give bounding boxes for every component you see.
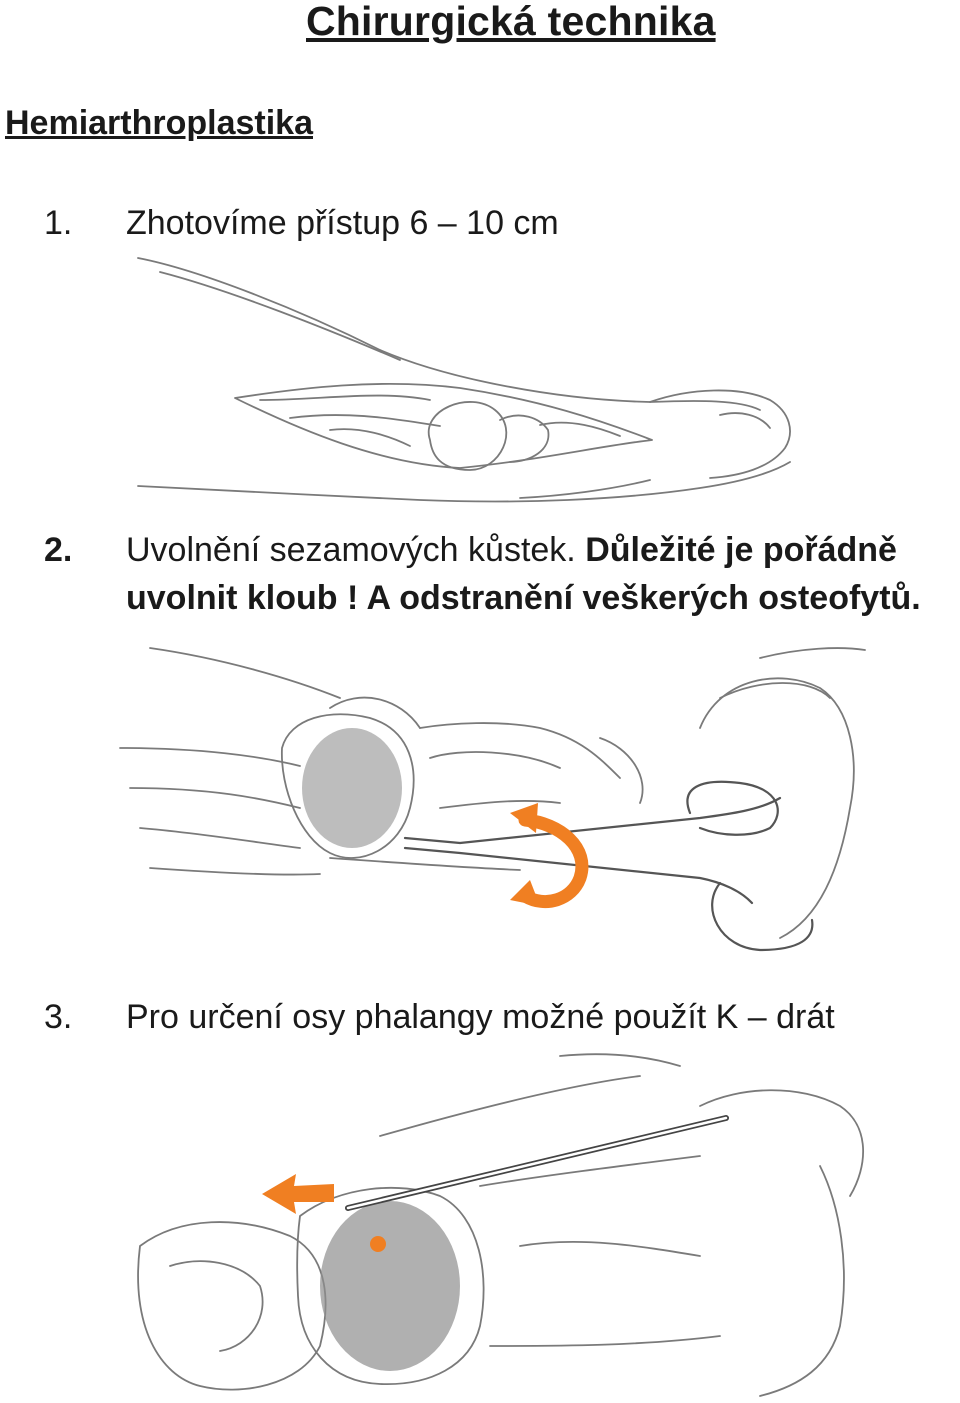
step-text: Zhotovíme přístup 6 – 10 cm	[126, 204, 559, 242]
k-wire-illustration	[137, 1053, 865, 1397]
incision-illustration	[137, 257, 791, 503]
step-number: 3.	[44, 998, 73, 1036]
clamp-release-illustration	[119, 647, 866, 952]
step-text-line1: Uvolnění sezamových kůstek. Důležité je …	[126, 527, 897, 573]
step-number: 2.	[44, 531, 73, 569]
step-text: Pro určení osy phalangy možné použít K –…	[126, 998, 835, 1036]
step-number: 1.	[44, 204, 73, 242]
step-emphasis-line2: uvolnit kloub ! A odstranění veškerých o…	[126, 579, 921, 617]
page-title: Chirurgická technika	[306, 0, 716, 44]
section-subtitle: Hemiarthroplastika	[5, 104, 313, 142]
step-emphasis: Důležité je pořádně	[585, 531, 897, 569]
step-text: Uvolnění sezamových kůstek.	[126, 531, 576, 569]
